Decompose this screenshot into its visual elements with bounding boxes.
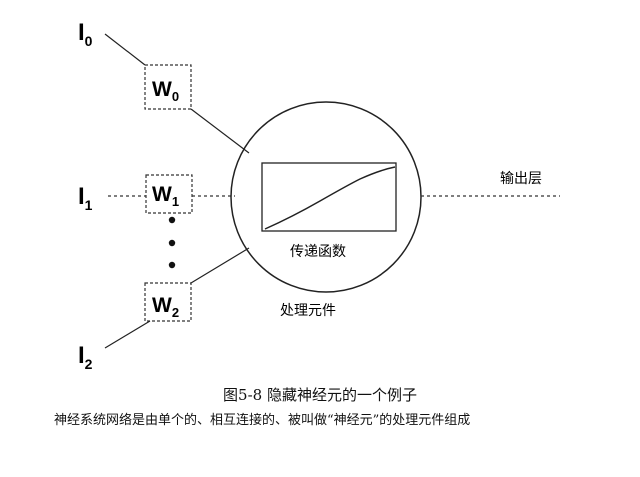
input-line-i2 <box>104 320 151 349</box>
weight-box-w0 <box>144 64 192 110</box>
input-label-i0: I0 <box>78 19 93 49</box>
figure-caption: 图5-8 隐藏神经元的一个例子 <box>223 386 417 404</box>
input-label-i2: I2 <box>78 342 93 370</box>
input-label-i1: I1 <box>78 183 93 213</box>
figure-description: 神经系统网络是由单个的、相互连接的、被叫做“神经元”的处理元件组成 <box>54 413 471 428</box>
transfer-function-curve <box>264 166 396 230</box>
transfer-function-label: 传递函数 <box>290 244 346 260</box>
weight-box-w1 <box>145 174 193 214</box>
neuron-diagram: I0 W0 I1 W1 W2 I2 传递函数 处理元件 输出层 <box>78 19 560 370</box>
ellipsis-dot <box>168 239 176 247</box>
connection-w2 <box>190 247 250 284</box>
input-line-i0 <box>104 33 146 66</box>
connection-w0 <box>190 108 250 154</box>
processing-element-label: 处理元件 <box>280 303 336 319</box>
weight-label-w1: W1 <box>152 183 179 209</box>
ellipsis-dot <box>168 216 176 224</box>
ellipsis-dot <box>168 261 176 269</box>
processing-element-circle <box>230 101 422 293</box>
weight-label-w0: W0 <box>152 78 179 104</box>
transfer-function-box <box>261 162 397 232</box>
output-layer-label: 输出层 <box>500 171 542 187</box>
weight-box-w2 <box>144 282 192 322</box>
weight-label-w2: W2 <box>152 294 179 320</box>
